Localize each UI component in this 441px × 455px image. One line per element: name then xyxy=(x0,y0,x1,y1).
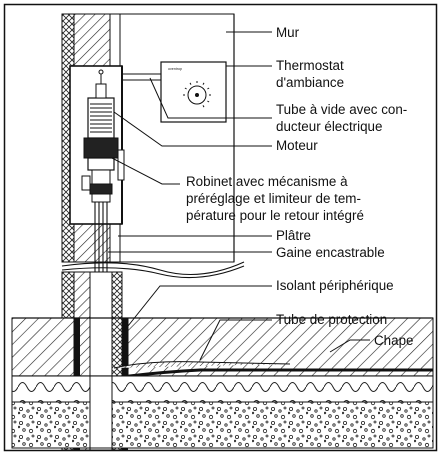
label-valve: Robinet avec mécanisme à préréglage et l… xyxy=(186,174,365,223)
labels: Mur Thermostat d'ambiance Tube à vide av… xyxy=(186,25,413,348)
thermostat-brand: oventrop xyxy=(168,67,182,71)
vacuum-tube xyxy=(122,73,161,81)
break-line xyxy=(61,261,245,279)
leader-edge-insulation xyxy=(127,285,272,327)
label-protection-tube: Tube de protection xyxy=(276,312,387,327)
label-edge-insulation: Isolant périphérique xyxy=(276,278,394,293)
leader-screed xyxy=(329,339,370,353)
base-slab xyxy=(11,401,434,449)
label-motor: Moteur xyxy=(276,138,318,153)
label-conduit: Gaine encastrable xyxy=(276,245,385,260)
leader-valve xyxy=(111,157,180,185)
leader-motor xyxy=(113,111,272,147)
thermostat-scale-icon xyxy=(183,81,211,108)
label-wall: Mur xyxy=(276,25,300,40)
label-thermostat: Thermostat d'ambiance xyxy=(276,58,347,90)
label-screed: Chape xyxy=(374,333,413,348)
insulation-layer xyxy=(11,375,434,403)
leader-vacuum-tube xyxy=(149,77,272,119)
label-vacuum-tube: Tube à vide avec con- ducteur électrique xyxy=(276,102,411,134)
leader-lines xyxy=(108,31,370,361)
thermostat: oventrop xyxy=(160,61,227,123)
motor xyxy=(87,69,115,139)
label-plaster: Plâtre xyxy=(276,228,311,243)
valve-body xyxy=(81,137,125,203)
leader-protection-tube xyxy=(199,319,272,361)
